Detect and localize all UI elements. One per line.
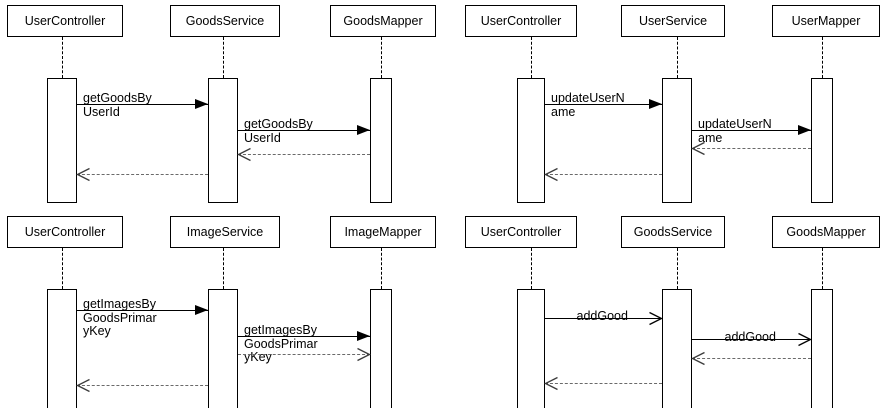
lifeline-stem-goodsmapper — [381, 37, 382, 78]
arrowhead-open-left-icon — [237, 147, 251, 161]
arrowhead-open-left-icon — [691, 351, 705, 365]
lifeline-stem-imageservice — [223, 248, 224, 289]
message-label: updateUserN ame — [698, 117, 772, 145]
activation-bar-goodsservice[interactable] — [208, 78, 238, 203]
lifeline-stem-goodsservice — [223, 37, 224, 78]
arrowhead-open-left-icon — [544, 376, 558, 390]
message-line — [692, 130, 811, 131]
lifeline-stem-usercontroller — [62, 37, 63, 78]
message-line — [545, 383, 662, 384]
sequence-diagram-add-good: UserController GoodsService GoodsMapper add… — [445, 211, 890, 408]
message-line — [77, 310, 208, 311]
lifeline-stem-usercontroller — [531, 248, 532, 289]
lifeline-header-imageservice[interactable]: ImageService — [170, 216, 280, 248]
activation-bar-usermapper[interactable] — [811, 78, 833, 203]
message-line — [77, 174, 208, 175]
activation-bar-usercontroller[interactable] — [47, 289, 77, 408]
message-line — [545, 318, 662, 319]
message-label: getImagesBy GoodsPrimar yKey — [244, 323, 318, 364]
message-line — [238, 336, 370, 337]
lifeline-header-imagemapper[interactable]: ImageMapper — [330, 216, 436, 248]
arrowhead-open-right-icon — [357, 347, 371, 361]
activation-bar-userservice[interactable] — [662, 78, 692, 203]
message-line — [545, 174, 662, 175]
lifeline-header-usercontroller[interactable]: UserController — [7, 5, 123, 37]
arrowhead-solid-right-icon — [195, 304, 208, 315]
arrowhead-solid-right-icon — [357, 330, 370, 341]
arrowhead-open-right-icon — [798, 332, 812, 346]
sequence-diagram-get-images-by-goods-primary-key: UserController ImageService ImageMapper get… — [0, 211, 445, 408]
lifeline-stem-userservice — [677, 37, 678, 78]
lifeline-header-goodsmapper[interactable]: GoodsMapper — [330, 5, 436, 37]
message-label: getImagesBy GoodsPrimar yKey — [83, 297, 157, 338]
message-line — [238, 354, 370, 355]
arrowhead-open-left-icon — [76, 167, 90, 181]
activation-bar-goodsmapper[interactable] — [370, 78, 392, 203]
sequence-diagram-get-goods-by-user-id: UserController GoodsService GoodsMapper get… — [0, 0, 445, 211]
arrowhead-solid-right-icon — [195, 98, 208, 109]
message-line — [692, 339, 811, 340]
arrowhead-solid-right-icon — [649, 98, 662, 109]
lifeline-stem-goodsmapper — [822, 248, 823, 289]
message-line — [238, 130, 370, 131]
lifeline-header-goodsmapper[interactable]: GoodsMapper — [772, 216, 880, 248]
arrowhead-solid-right-icon — [798, 124, 811, 135]
lifeline-header-usercontroller[interactable]: UserController — [465, 216, 577, 248]
lifeline-header-usercontroller[interactable]: UserController — [7, 216, 123, 248]
message-label: addGood — [724, 330, 776, 344]
activation-bar-usercontroller[interactable] — [47, 78, 77, 203]
message-line — [77, 104, 208, 105]
message-line — [692, 148, 811, 149]
lifeline-stem-usercontroller — [531, 37, 532, 78]
activation-bar-goodsservice[interactable] — [662, 289, 692, 408]
message-line — [692, 358, 811, 359]
message-line — [238, 154, 370, 155]
lifeline-header-userservice[interactable]: UserService — [621, 5, 725, 37]
lifeline-header-usermapper[interactable]: UserMapper — [772, 5, 880, 37]
lifeline-header-goodsservice[interactable]: GoodsService — [621, 216, 725, 248]
arrowhead-open-right-icon — [649, 311, 663, 325]
activation-bar-imageservice[interactable] — [208, 289, 238, 408]
lifeline-stem-usercontroller — [62, 248, 63, 289]
message-label: getGoodsBy UserId — [244, 117, 313, 145]
message-label: getGoodsBy UserId — [83, 91, 152, 119]
arrowhead-solid-right-icon — [357, 124, 370, 135]
activation-bar-usercontroller[interactable] — [517, 78, 545, 203]
message-line — [545, 104, 662, 105]
lifeline-stem-imagemapper — [381, 248, 382, 289]
activation-bar-usercontroller[interactable] — [517, 289, 545, 408]
arrowhead-open-left-icon — [76, 378, 90, 392]
message-line — [77, 385, 208, 386]
lifeline-stem-goodsservice — [677, 248, 678, 289]
activation-bar-imagemapper[interactable] — [370, 289, 392, 408]
message-label: updateUserN ame — [551, 91, 625, 119]
activation-bar-goodsmapper[interactable] — [811, 289, 833, 408]
lifeline-header-usercontroller[interactable]: UserController — [465, 5, 577, 37]
sequence-diagram-update-user-name: UserController UserService UserMapper updat… — [445, 0, 890, 211]
message-label: addGood — [576, 309, 628, 323]
lifeline-stem-usermapper — [822, 37, 823, 78]
arrowhead-open-left-icon — [691, 141, 705, 155]
lifeline-header-goodsservice[interactable]: GoodsService — [170, 5, 280, 37]
arrowhead-open-left-icon — [544, 167, 558, 181]
